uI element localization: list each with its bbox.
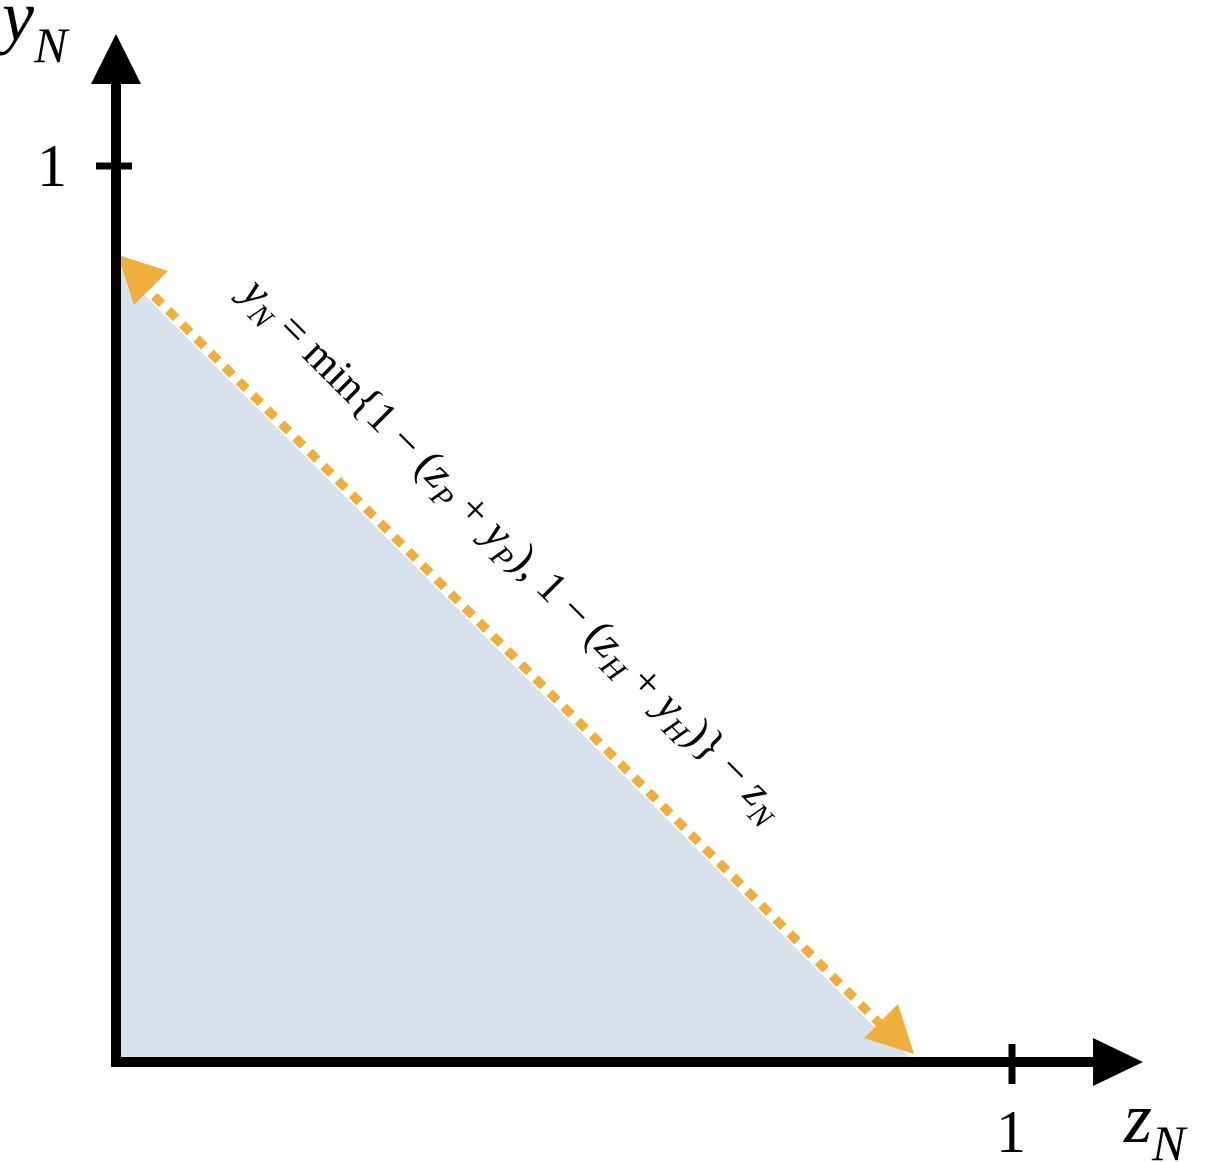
x-tick-label: 1 [996, 1099, 1026, 1162]
y-axis-arrowhead-icon [91, 34, 141, 84]
boundary-arrowhead-top-icon [118, 255, 168, 305]
boundary-arrowhead-bottom-icon [864, 1004, 914, 1054]
x-axis-arrowhead-icon [1093, 1038, 1143, 1086]
y-tick-label: 1 [37, 133, 67, 199]
y-axis-label: yN [0, 0, 70, 73]
boundary-line [136, 278, 894, 1038]
x-axis-label: zN [1123, 1078, 1188, 1162]
